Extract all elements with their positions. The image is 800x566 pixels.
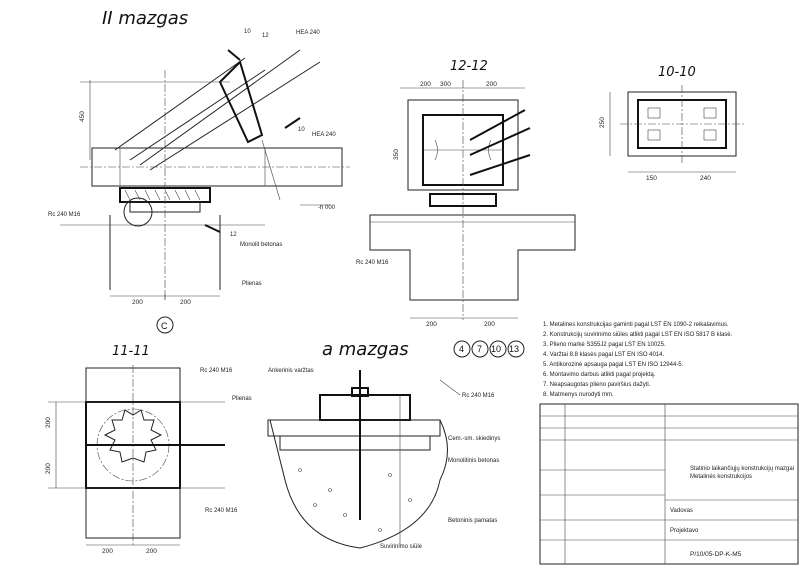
- note-3: 3. Plieno markė S355J2 pagal LST EN 1002…: [543, 342, 666, 348]
- dim-200d: 200: [486, 81, 497, 88]
- axis-mark-4: 4: [459, 344, 464, 354]
- label-found2: Betoninis pamatas: [448, 518, 497, 524]
- callout-10b: 10: [298, 127, 305, 133]
- dim-200g: 200: [45, 417, 52, 428]
- label-rc-4: Rc 240 M16: [205, 508, 238, 514]
- note-6: 6. Montavimo darbus atlikti pagal projek…: [543, 372, 656, 378]
- label-concrete: Monolit betonas: [240, 242, 282, 248]
- dim-350: 350: [393, 149, 400, 160]
- label-hea-top: HEA 240: [296, 30, 320, 36]
- node-c-label: C: [161, 321, 168, 331]
- dim-300: 300: [440, 81, 451, 88]
- label-plate: Plienas: [242, 281, 262, 287]
- note-8: 8. Matmenys nurodyti mm.: [543, 392, 614, 398]
- label-mark: -h 000: [318, 205, 336, 211]
- stamp-sheet-code: P/10/05-DP-K-M5: [690, 551, 742, 558]
- dim-200h: 200: [45, 463, 52, 474]
- section-11-drawing: [48, 365, 225, 546]
- dim-150: 150: [646, 175, 657, 182]
- label-rc-3: Rc 240 M16: [200, 368, 233, 374]
- axis-mark-13: 13: [509, 344, 519, 354]
- title-node-a: a mazgas: [322, 339, 409, 360]
- title-block: [539, 403, 799, 565]
- label-found: Monolitinis betonas: [448, 458, 499, 464]
- title-node-ii: II mazgas: [102, 8, 188, 29]
- node-a-drawing: [267, 370, 461, 549]
- axis-mark-10: 10: [491, 344, 501, 354]
- callout-12: 12: [262, 33, 269, 39]
- dim-200i: 200: [102, 548, 113, 555]
- dim-200a: 200: [132, 299, 143, 306]
- stamp-title: Statinio laikančiųjų konstrukcijų mazgai: [690, 466, 794, 472]
- label-rc-5: Rc 240 M16: [462, 393, 495, 399]
- label-weld: Suvirinimo siūlė: [380, 544, 423, 550]
- callout-10a: 10: [244, 29, 251, 35]
- label-rc: Rc 240 M16: [48, 212, 81, 218]
- section-10-drawing: [609, 85, 745, 173]
- label-rc-2: Rc 240 M16: [356, 260, 389, 266]
- label-hea-right: HEA 240: [312, 132, 336, 138]
- stamp-subtitle: Metalinės konstrukcijos: [690, 474, 752, 480]
- stamp-role1: Vadovas: [670, 508, 693, 514]
- note-7: 7. Neapsaugotas plieno paviršius dažyti.: [543, 382, 651, 388]
- section-12-drawing: [369, 80, 576, 320]
- dim-200c: 200: [420, 81, 431, 88]
- title-section-11: 11-11: [112, 344, 150, 359]
- axis-mark-7: 7: [477, 344, 482, 354]
- general-notes: 1. Metalines konstrukcijas gaminti pagal…: [543, 322, 733, 398]
- note-2: 2. Konstrukcijų suvirinimo siūles atlikt…: [543, 332, 733, 338]
- axis-markers: [453, 340, 525, 358]
- note-4: 4. Varžtai 8.8 klasės pagal LST EN ISO 4…: [543, 352, 665, 358]
- dim-200b: 200: [180, 299, 191, 306]
- label-plate-2: Plienas: [232, 396, 252, 402]
- dim-200f: 200: [484, 321, 495, 328]
- label-grout: Cem.-sm. skiedinys: [448, 436, 500, 442]
- stamp-role2: Projektavo: [670, 528, 699, 534]
- note-5: 5. Antikorozinė apsauga pagal LST EN ISO…: [543, 362, 684, 368]
- node-ii-drawing: [60, 49, 350, 300]
- dim-200j: 200: [146, 548, 157, 555]
- title-section-12: 12-12: [450, 59, 488, 74]
- dim-200e: 200: [426, 321, 437, 328]
- dim-240: 240: [700, 175, 711, 182]
- title-section-10: 10-10: [658, 65, 696, 80]
- dim-450: 450: [79, 111, 86, 122]
- callout-12b: 12: [230, 232, 237, 238]
- note-1: 1. Metalines konstrukcijas gaminti pagal…: [543, 322, 729, 328]
- node-c-marker: [156, 316, 174, 334]
- dim-250: 250: [599, 117, 606, 128]
- label-bolt: Ankerinis varžtas: [268, 368, 314, 374]
